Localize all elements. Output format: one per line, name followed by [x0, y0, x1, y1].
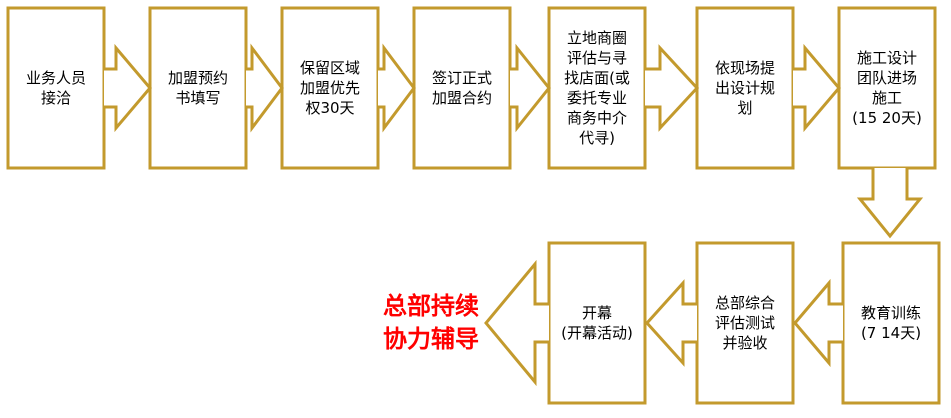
arrow-right-5: [645, 44, 700, 132]
step-box-1: [6, 6, 106, 170]
step-label-9: 总部综合 评估测试 并验收: [714, 294, 775, 352]
step-label-6: 依现场提 出设计规 划: [714, 59, 775, 117]
step-box-5: [547, 6, 647, 170]
step-label-1: 业务人员 接洽: [25, 69, 86, 107]
step-label-4: 签订正式 加盟合约: [431, 69, 492, 107]
arrow-down: [856, 168, 924, 239]
step-label-10: 开幕 (开幕活动): [561, 304, 633, 342]
arrow-left-3: [484, 259, 549, 387]
arrow-left-2: [644, 279, 697, 367]
step-label-5: 立地商圈 评估与寻 找店面(或 委托专业 商务中介 代寻): [564, 29, 630, 147]
step-box-2: [148, 6, 248, 170]
step-label-7: 施工设计 团队进场 施工 (15 20天): [852, 49, 922, 127]
step-box-3: [280, 6, 380, 170]
arrow-right-1: [104, 43, 152, 133]
support-text: 总部持续 协力辅导: [383, 292, 479, 353]
arrow-right-4: [510, 43, 551, 133]
step-label-2: 加盟预约 书填写: [167, 69, 228, 107]
step-label-3: 保留区域 加盟优先 权30天: [299, 59, 360, 117]
arrow-right-3: [378, 43, 416, 133]
arrow-right-6: [793, 43, 841, 133]
step-box-10: [547, 241, 647, 405]
step-label-8: 教育训练 (7 14天): [860, 304, 922, 342]
arrow-left-1: [793, 278, 843, 368]
arrow-right-2: [246, 43, 284, 133]
